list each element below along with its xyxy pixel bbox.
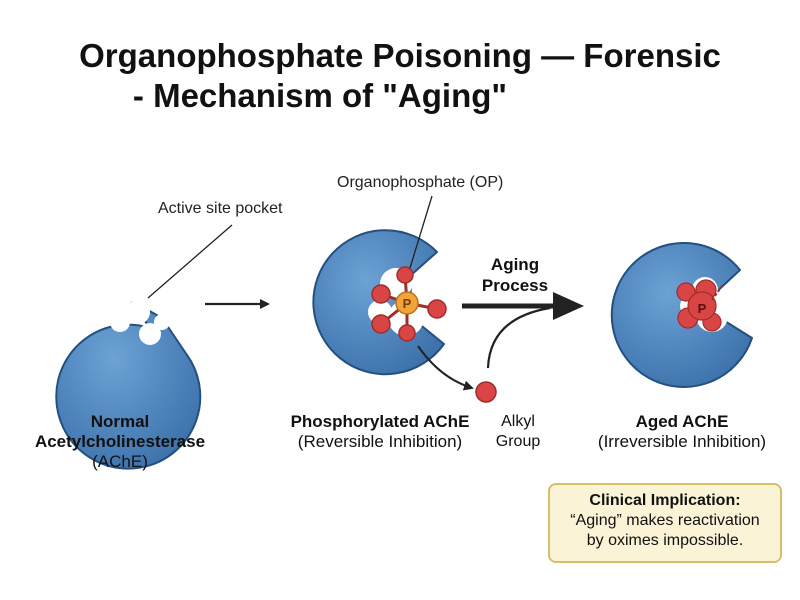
stage-normal-sub: (AChE) (92, 452, 148, 471)
aging-process-label: Aging Process (470, 254, 560, 296)
title-line-1: Organophosphate Poisoning — Forensic (79, 37, 721, 74)
clinical-implication-box: Clinical Implication: “Aging” makes reac… (548, 483, 782, 563)
alkyl-group-label: Alkyl Group (488, 412, 548, 452)
phosphorus-atom (395, 291, 419, 315)
aged-broken-bond (711, 285, 723, 301)
stage-label-phosphorylated: Phosphorylated AChE (Reversible Inhibiti… (270, 412, 490, 452)
aging-process-line-1: Aging (490, 255, 540, 274)
alkyl-group-atom (475, 381, 497, 403)
page-title: Organophosphate Poisoning — Forensic - M… (0, 36, 800, 116)
enzyme-normal (55, 277, 202, 470)
aging-process-line-2: Process (481, 276, 549, 295)
title-line-2: - Mechanism of "Aging" (132, 77, 508, 114)
phosphorus-label-op: P (403, 296, 412, 311)
op-callout: Organophosphate (OP) (337, 174, 504, 191)
stage-normal-name-1: Normal (90, 412, 150, 431)
op-molecule (371, 266, 447, 342)
phosphorus-label-aged: P (698, 301, 707, 316)
alkyl-line-1: Alkyl (501, 413, 535, 430)
stage-phosphorylated-name: Phosphorylated AChE (290, 412, 470, 431)
active-site-leader (147, 224, 233, 299)
stage-phosphorylated-sub: (Reversible Inhibition) (297, 432, 463, 451)
alkyl-leaving-arrow (417, 345, 474, 391)
clinical-line-2: by oximes impossible. (586, 532, 744, 549)
alkyl-line-2: Group (495, 433, 541, 450)
clinical-heading: Clinical Implication: (589, 492, 741, 509)
stage-normal-name-2: Acetylcholinesterase (34, 432, 206, 451)
stage-label-aged: Aged AChE (Irreversible Inhibition) (572, 412, 792, 452)
stage-label-normal: Normal Acetylcholinesterase (AChE) (10, 412, 230, 472)
aging-arrow-head (553, 292, 584, 320)
aging-curve (486, 306, 551, 369)
aged-molecule (676, 279, 722, 332)
stage-aged-name: Aged AChE (635, 412, 729, 431)
active-site-callout: Active site pocket (158, 200, 283, 217)
stage-aged-sub: (Irreversible Inhibition) (597, 432, 767, 451)
op-leader (409, 195, 433, 269)
clinical-line-1: “Aging” makes reactivation (570, 512, 760, 529)
